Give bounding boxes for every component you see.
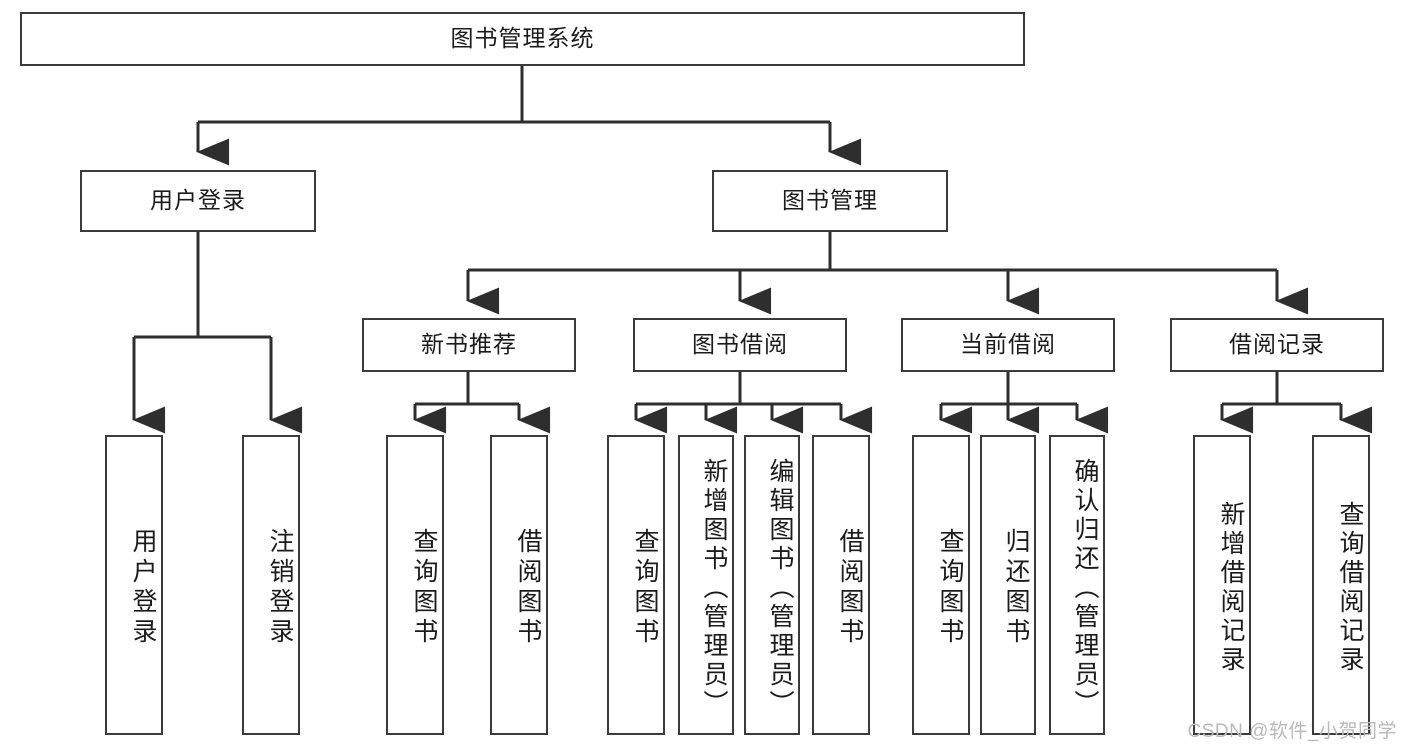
- leaf-user-logout[interactable]: 注销登录: [242, 435, 300, 735]
- leaf-query-book-2[interactable]: 查询图书: [607, 435, 665, 735]
- leaf-query-record-label: 查询借阅记录: [1336, 501, 1364, 675]
- node-current-borrow-label: 当前借阅: [960, 331, 1056, 358]
- leaf-borrow-book-1[interactable]: 借阅图书: [490, 435, 548, 735]
- node-book-borrow-label: 图书借阅: [692, 331, 788, 358]
- leaf-user-logout-label: 注销登录: [266, 528, 294, 648]
- leaf-add-record-label: 新增借阅记录: [1217, 501, 1245, 675]
- csdn-watermark: CSDN @软件_小贺同学: [1187, 721, 1397, 742]
- leaf-borrow-book-2-label: 借阅图书: [836, 528, 864, 648]
- leaf-confirm-return[interactable]: 确认归还（管理员）: [1049, 435, 1105, 735]
- leaf-add-record[interactable]: 新增借阅记录: [1193, 435, 1251, 735]
- leaf-borrow-book-2[interactable]: 借阅图书: [812, 435, 870, 735]
- node-borrow-record-label: 借阅记录: [1229, 331, 1325, 358]
- node-root[interactable]: 图书管理系统: [20, 12, 1025, 66]
- node-book-manage-label: 图书管理: [782, 187, 878, 214]
- node-book-borrow[interactable]: 图书借阅: [633, 318, 847, 372]
- node-root-label: 图书管理系统: [450, 25, 595, 52]
- node-user-login-label: 用户登录: [150, 187, 246, 214]
- leaf-return-book-label: 归还图书: [1002, 528, 1030, 648]
- leaf-query-book-1-label: 查询图书: [410, 528, 438, 648]
- leaf-query-book-3[interactable]: 查询图书: [912, 435, 970, 735]
- node-new-book-rec[interactable]: 新书推荐: [362, 318, 576, 372]
- node-book-manage[interactable]: 图书管理: [712, 170, 948, 232]
- leaf-add-book-label: 新增图书（管理员）: [700, 457, 728, 719]
- leaf-user-login-label: 用户登录: [129, 528, 157, 648]
- leaf-query-book-3-label: 查询图书: [936, 528, 964, 648]
- leaf-edit-book-label: 编辑图书（管理员）: [766, 457, 794, 719]
- node-current-borrow[interactable]: 当前借阅: [901, 318, 1115, 372]
- node-user-login[interactable]: 用户登录: [80, 170, 316, 232]
- leaf-query-book-1[interactable]: 查询图书: [386, 435, 444, 735]
- leaf-borrow-book-1-label: 借阅图书: [514, 528, 542, 648]
- leaf-add-book[interactable]: 新增图书（管理员）: [678, 435, 734, 735]
- leaf-confirm-return-label: 确认归还（管理员）: [1071, 457, 1099, 719]
- leaf-return-book[interactable]: 归还图书: [980, 435, 1036, 735]
- node-borrow-record[interactable]: 借阅记录: [1170, 318, 1384, 372]
- leaf-edit-book[interactable]: 编辑图书（管理员）: [744, 435, 800, 735]
- leaf-user-login[interactable]: 用户登录: [105, 435, 163, 735]
- leaf-query-book-2-label: 查询图书: [631, 528, 659, 648]
- node-new-book-rec-label: 新书推荐: [421, 331, 517, 358]
- leaf-query-record[interactable]: 查询借阅记录: [1312, 435, 1370, 735]
